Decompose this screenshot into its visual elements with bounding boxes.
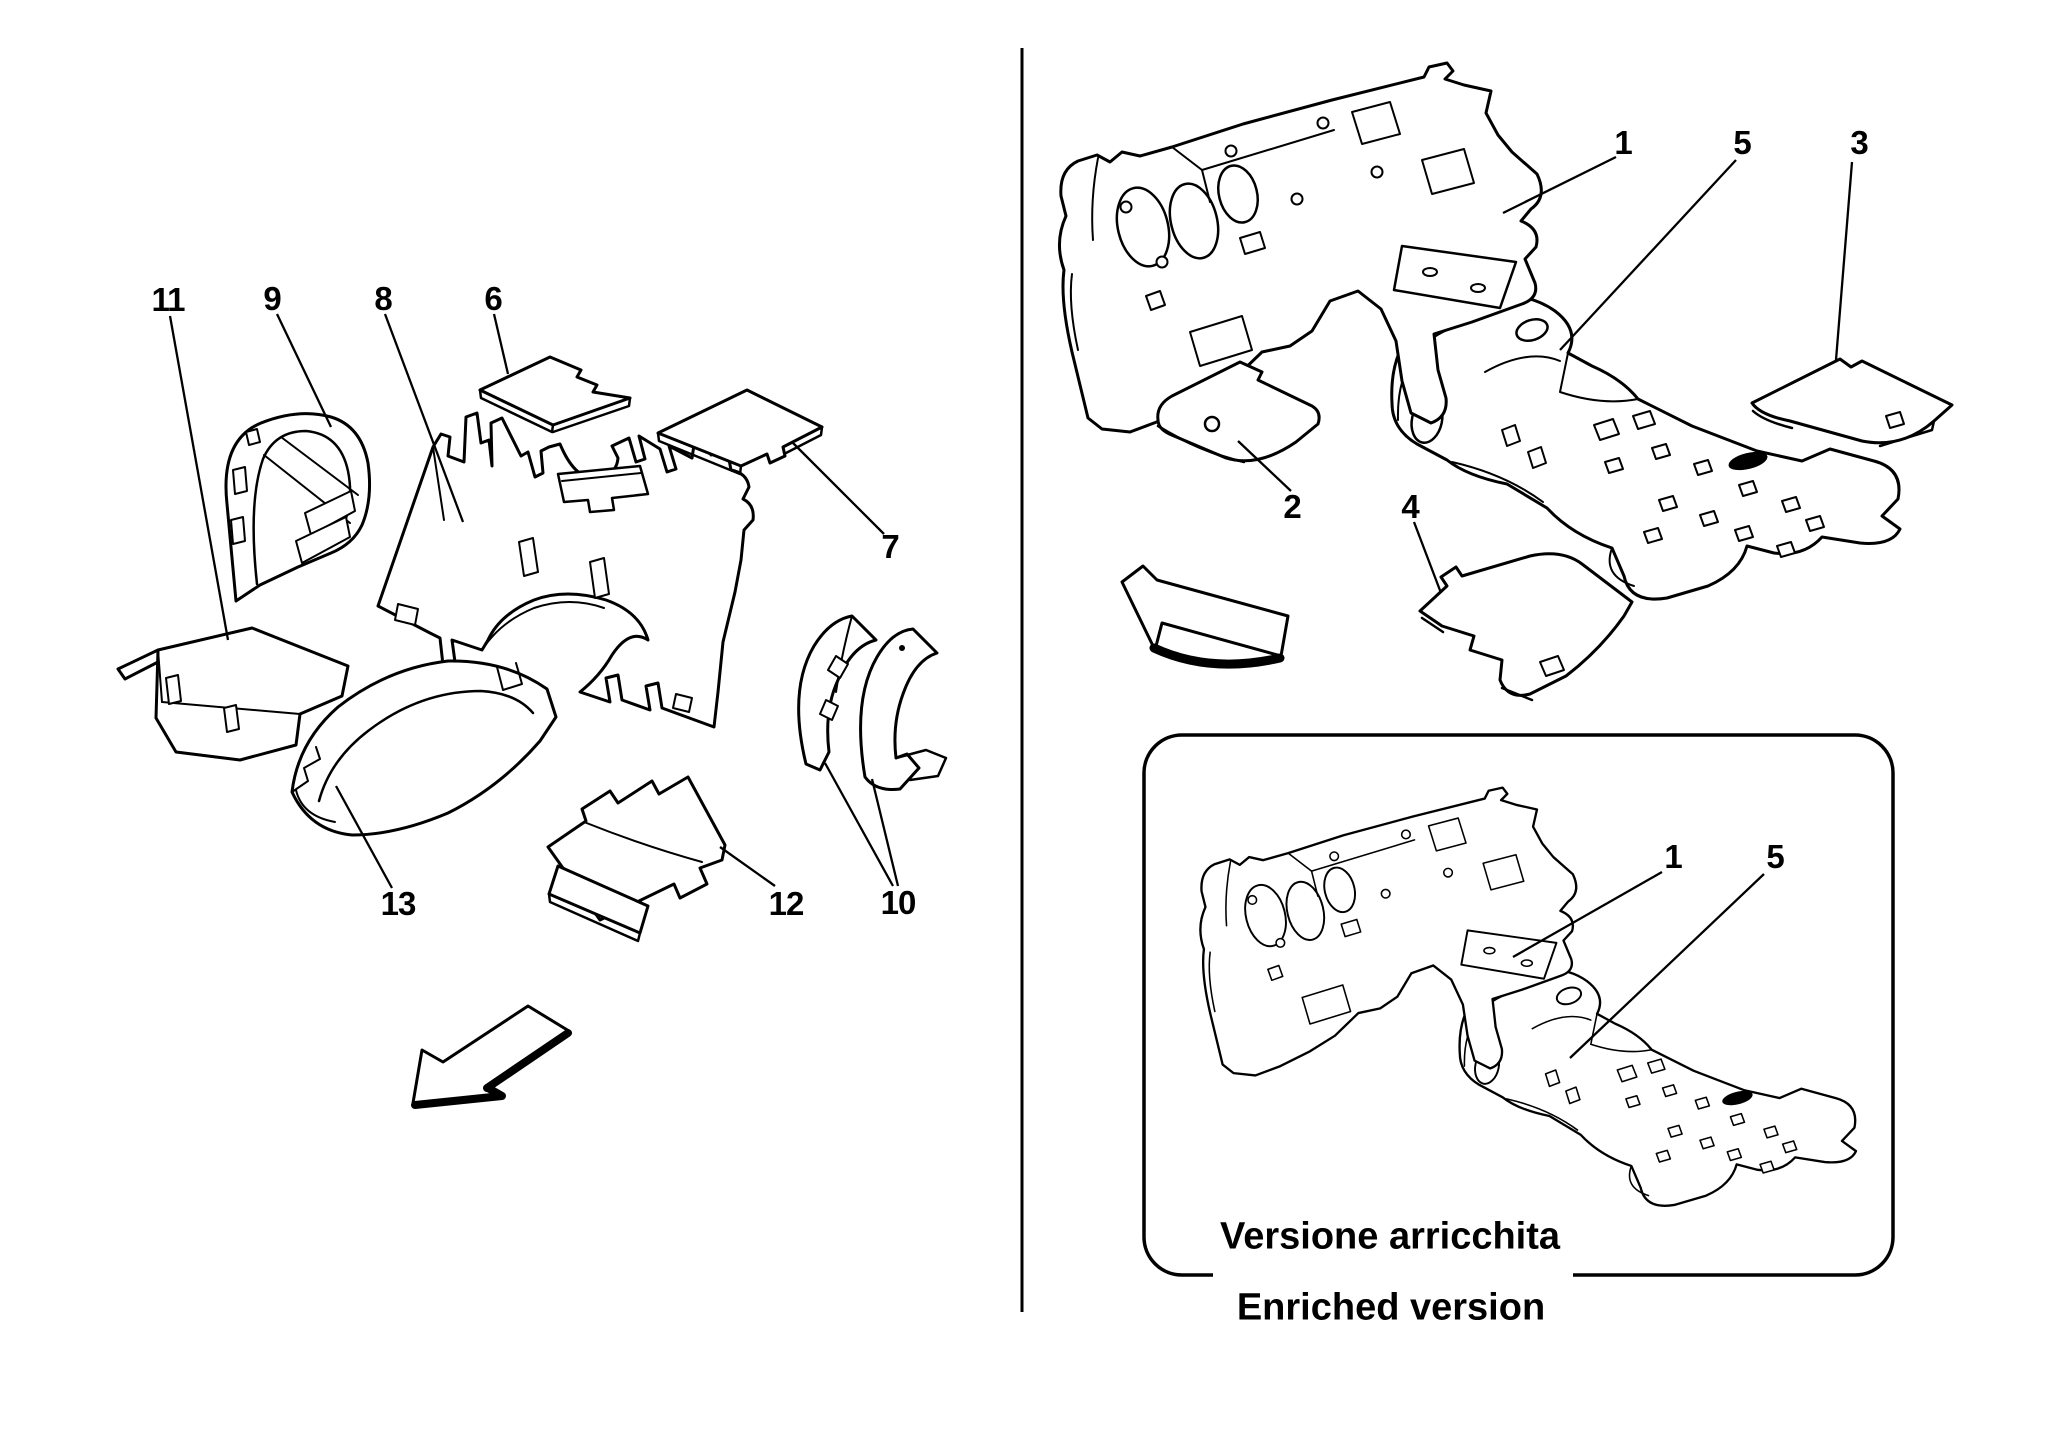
inset-assembly-drawing [1199, 786, 1858, 1207]
main-assembly-drawing [1057, 61, 1902, 601]
part-3-drawing [1750, 357, 1954, 448]
part-7-drawing [656, 388, 824, 476]
inset-caption-english: Enriched version [1236, 1286, 1546, 1329]
callout-7: 7 [881, 528, 899, 565]
part-13-drawing [290, 659, 558, 837]
callout-11: 11 [151, 281, 186, 318]
callout-9: 9 [263, 280, 281, 317]
inset-caption-italian: Versione arricchita [1201, 1213, 1579, 1273]
part-8-drawing [376, 411, 755, 729]
part-2-drawing [1156, 360, 1321, 464]
callout-10: 10 [880, 884, 917, 921]
enriched-version-inset [1142, 733, 1895, 1280]
callout-8: 8 [374, 280, 392, 317]
callout-3: 3 [1850, 124, 1868, 161]
part-10-drawing [797, 614, 948, 791]
callout-12: 12 [768, 885, 805, 922]
inset-leader-lines [1512, 871, 1765, 1059]
callout-1: 1 [1614, 124, 1632, 161]
direction-arrow-right [1120, 564, 1290, 669]
part-6-drawing [478, 355, 632, 434]
right-leader-lines [1237, 155, 1854, 594]
callout-4: 4 [1401, 488, 1419, 525]
callout-2: 2 [1283, 488, 1301, 525]
left-leader-lines [168, 313, 900, 889]
part-12-drawing [546, 775, 727, 943]
callout-5: 5 [1733, 124, 1751, 161]
inset-callout-5: 5 [1766, 838, 1784, 875]
part-9-drawing [224, 412, 371, 603]
inset-callout-1: 1 [1664, 838, 1682, 875]
callout-13: 13 [380, 885, 417, 922]
part-4-drawing [1418, 552, 1634, 702]
callout-6: 6 [484, 280, 502, 317]
part-11-drawing [116, 626, 350, 762]
direction-arrow-left [411, 1004, 572, 1109]
